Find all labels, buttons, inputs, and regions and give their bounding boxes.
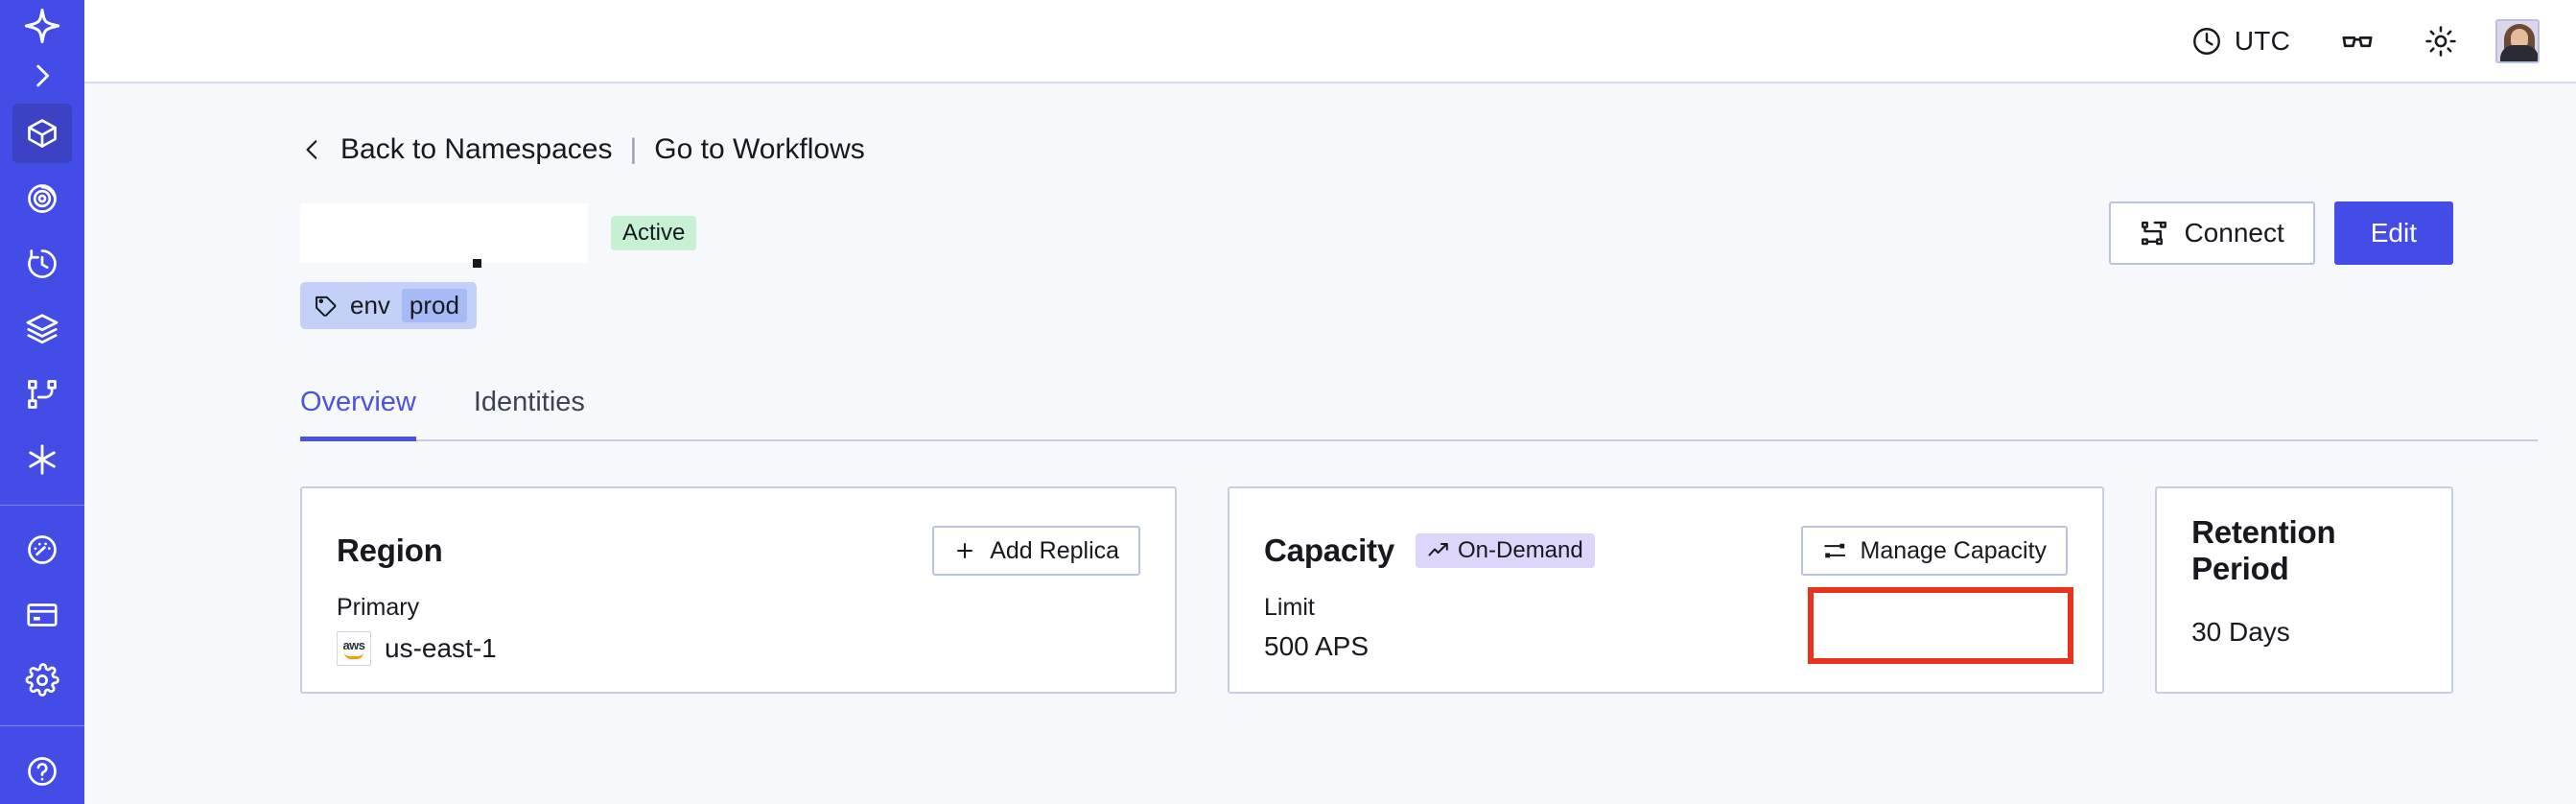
sidebar-item-settings[interactable]	[12, 650, 72, 710]
capacity-card-header: Capacity On-Demand	[1264, 519, 2069, 582]
sidebar-divider-top	[0, 504, 84, 506]
tab-bar: Overview Identities	[300, 387, 2538, 441]
sidebar-item-services[interactable]	[12, 299, 72, 359]
sidebar-item-namespaces[interactable]	[12, 103, 72, 163]
top-bar: UTC	[84, 0, 2576, 83]
capacity-card-actions: Manage Capacity	[1800, 526, 2069, 576]
sidebar-item-schedules[interactable]	[12, 430, 72, 489]
region-card-title: Region	[337, 532, 443, 568]
tag-key: env	[350, 291, 390, 319]
tag-list: env prod	[300, 282, 2453, 329]
breadcrumb: Back to Namespaces | Go to Workflows	[300, 132, 2453, 167]
sun-icon	[2425, 25, 2456, 57]
manage-capacity-button[interactable]: Manage Capacity	[1800, 526, 2069, 576]
content-inner: Back to Namespaces | Go to Workflows Act…	[84, 132, 2576, 694]
breadcrumb-workflows-link[interactable]: Go to Workflows	[654, 133, 865, 165]
status-badge: Active	[611, 216, 697, 250]
page-title-row: Active Conne	[300, 201, 2453, 268]
retention-card-header: Retention Period	[2191, 514, 2417, 586]
page-actions: Connect Edit	[2109, 201, 2453, 265]
sidebar-item-usage[interactable]	[12, 520, 72, 579]
capacity-mode-label: On-Demand	[1458, 537, 1583, 563]
aws-logo-icon: aws	[337, 631, 371, 666]
add-replica-label: Add Replica	[990, 536, 1120, 564]
chevron-right-icon	[36, 64, 50, 87]
region-value: us-east-1	[385, 633, 497, 663]
breadcrumb-back-button[interactable]	[300, 132, 325, 167]
edit-button[interactable]: Edit	[2333, 201, 2453, 265]
sidebar-divider-bottom	[0, 725, 84, 726]
help-circle-icon	[28, 757, 57, 786]
clock-icon	[2192, 27, 2220, 55]
timer-icon	[28, 248, 57, 278]
avatar-face	[2511, 28, 2528, 50]
title-redaction-mark	[473, 259, 481, 268]
trending-up-icon	[1428, 543, 1448, 556]
connect-button-label: Connect	[2184, 218, 2284, 248]
user-avatar[interactable]	[2495, 18, 2540, 63]
retention-card: Retention Period 30 Days	[2155, 486, 2454, 694]
capacity-mode-badge: On-Demand	[1416, 533, 1595, 568]
region-value-row: aws us-east-1	[337, 631, 1140, 666]
app-logo[interactable]	[0, 0, 84, 51]
sidebar-primary-group	[0, 101, 84, 492]
sidebar-item-observability[interactable]	[12, 169, 72, 228]
credit-card-icon	[27, 603, 58, 627]
sidebar-item-billing[interactable]	[12, 585, 72, 645]
main-sidebar	[0, 0, 84, 804]
manage-capacity-label: Manage Capacity	[1860, 536, 2048, 564]
sidebar-secondary-group	[0, 517, 84, 713]
overview-cards: Region Add Replica	[300, 486, 2454, 694]
gauge-icon	[28, 535, 57, 565]
theme-toggle-button[interactable]	[2400, 14, 2482, 68]
eye-spiral-icon	[28, 183, 57, 213]
page-title	[300, 203, 588, 268]
sidebar-item-recent-activity[interactable]	[12, 234, 72, 294]
connect-button[interactable]: Connect	[2109, 201, 2315, 265]
chevron-left-icon	[306, 140, 317, 159]
retention-card-title: Retention Period	[2191, 514, 2336, 586]
sidebar-help-group	[0, 739, 84, 804]
sliders-icon	[1823, 543, 1845, 558]
page-content: Back to Namespaces | Go to Workflows Act…	[84, 83, 2576, 804]
sidebar-item-workflows[interactable]	[12, 365, 72, 424]
breadcrumb-back-link[interactable]: Back to Namespaces	[340, 133, 613, 165]
timezone-selector[interactable]: UTC	[2166, 14, 2315, 68]
tag-chip-env[interactable]: env prod	[300, 282, 477, 329]
capacity-card-title: Capacity	[1264, 532, 1394, 568]
gear-icon	[25, 663, 59, 698]
connect-icon	[2142, 221, 2167, 246]
asterisk-icon	[29, 444, 56, 475]
region-card-actions: Add Replica	[932, 526, 1141, 576]
breadcrumb-separator: |	[629, 133, 638, 165]
add-replica-button[interactable]: Add Replica	[932, 526, 1141, 576]
retention-value: 30 Days	[2191, 617, 2290, 647]
timezone-label: UTC	[2234, 25, 2290, 56]
avatar-body	[2500, 44, 2538, 61]
aws-logo-smile	[344, 652, 363, 659]
region-card: Region Add Replica	[300, 486, 1178, 694]
region-card-header: Region Add Replica	[337, 519, 1141, 582]
edit-button-label: Edit	[2370, 218, 2417, 248]
sidebar-expand-button[interactable]	[0, 51, 84, 101]
git-branch-icon	[28, 379, 57, 409]
tag-icon	[316, 296, 337, 317]
region-primary-label: Primary	[337, 594, 420, 621]
plus-icon	[957, 543, 973, 558]
layers-icon	[26, 314, 59, 343]
capacity-limit-value: 500 APS	[1264, 631, 1370, 661]
capacity-limit-label: Limit	[1264, 594, 1315, 621]
tab-identities[interactable]: Identities	[473, 387, 585, 417]
cube-icon	[28, 118, 57, 148]
tab-overview[interactable]: Overview	[300, 387, 416, 441]
main-column: UTC	[84, 0, 2576, 804]
sidebar-item-help[interactable]	[12, 742, 72, 801]
tag-value: prod	[401, 289, 467, 322]
capacity-card: Capacity On-Demand	[1228, 486, 2105, 694]
glasses-icon	[2342, 35, 2373, 47]
docs-button[interactable]	[2315, 14, 2400, 68]
aws-logo-text: aws	[342, 637, 365, 652]
